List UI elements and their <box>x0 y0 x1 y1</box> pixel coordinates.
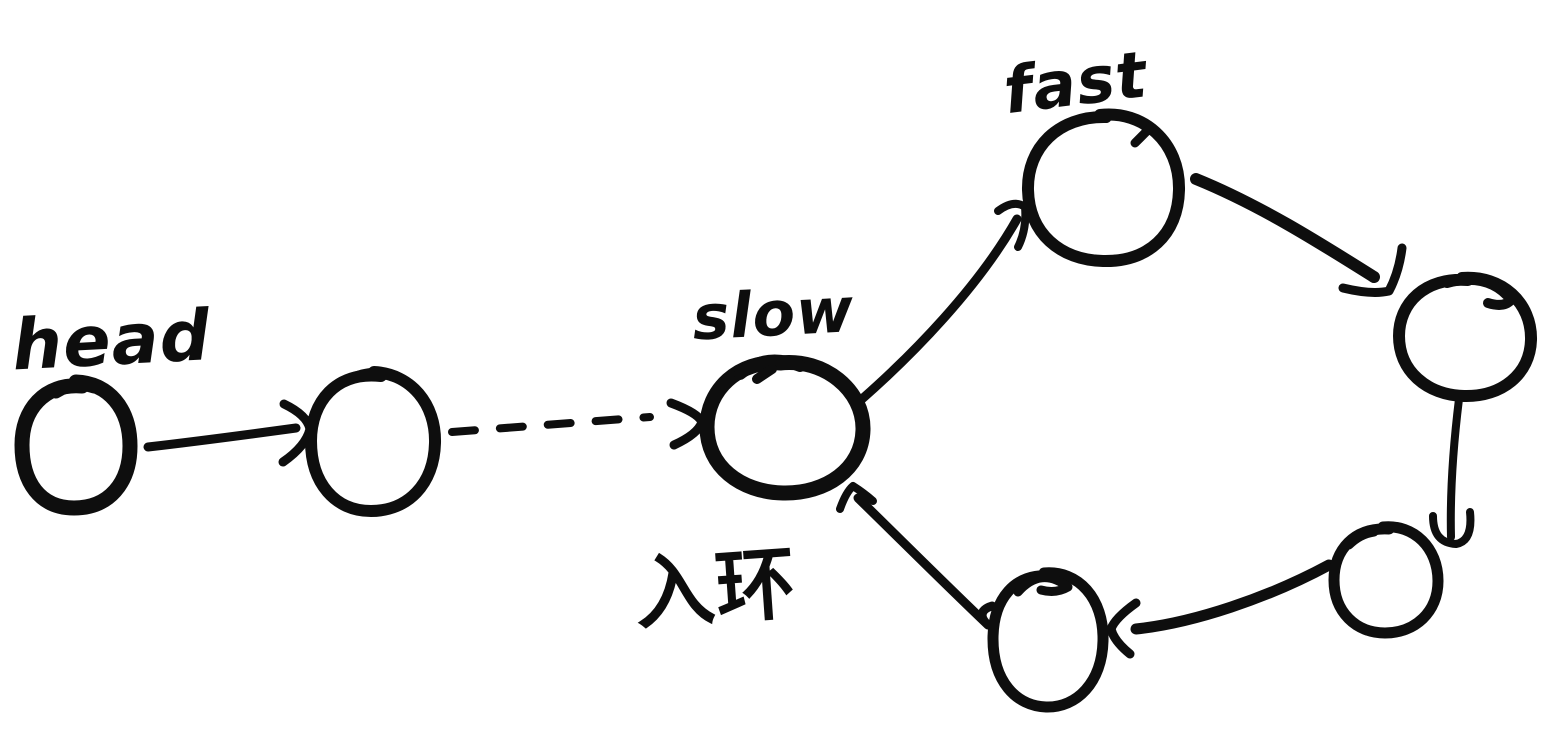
pen-overlap-stroke <box>734 354 806 380</box>
node-circle <box>1393 271 1538 403</box>
pen-tick-stroke <box>1130 124 1154 148</box>
node-circle <box>1328 521 1444 639</box>
slow-label: slow <box>690 273 856 354</box>
head-node-circle <box>14 374 138 516</box>
pen-overlap-stroke <box>343 367 398 385</box>
edge-line <box>1446 395 1463 541</box>
pen-overlap-stroke <box>1344 527 1379 550</box>
edge-line <box>853 493 997 630</box>
arrowhead-icon <box>1106 598 1141 659</box>
edge-head-to-node2 <box>143 399 315 467</box>
edge-dashed-line <box>448 413 654 436</box>
cycle-entry-label: 入环 <box>632 537 800 641</box>
arrowhead-icon <box>1338 243 1407 297</box>
edge-line <box>1130 559 1335 635</box>
edge-line <box>857 214 1022 404</box>
node-fast <box>1021 108 1186 268</box>
node-circle <box>987 567 1109 713</box>
node-2 <box>305 366 442 517</box>
edge-node2-to-slow-dashed <box>448 398 707 450</box>
pen-overlap-stroke <box>1013 573 1073 597</box>
head-label: head <box>10 294 213 386</box>
node-bottom-center <box>987 567 1109 713</box>
node-bottom-right <box>1328 521 1444 639</box>
node-circle <box>305 366 442 517</box>
pen-overlap-stroke <box>1442 275 1516 310</box>
pen-overlap-stroke <box>1084 109 1154 134</box>
edge-slow-to-fast <box>857 199 1030 404</box>
node-slow <box>699 354 871 501</box>
node-head <box>14 374 138 516</box>
edge-line <box>143 423 301 452</box>
edge-bottomright-to-bottomcenter <box>1106 559 1335 659</box>
pen-tick-stroke <box>752 364 777 384</box>
edge-right-to-bottomright <box>1429 395 1475 548</box>
slow-node-circle <box>699 355 871 501</box>
arrowhead-icon <box>666 398 707 450</box>
arrowhead-icon <box>1429 508 1475 548</box>
fast-node-circle <box>1021 108 1186 268</box>
edge-fast-to-right <box>1190 173 1407 297</box>
edge-bottomcenter-to-slow <box>836 482 997 630</box>
pen-overlap-stroke <box>49 377 101 399</box>
edge-line <box>1190 173 1380 283</box>
arrowhead-icon <box>836 482 877 513</box>
fast-label: fast <box>1000 38 1153 129</box>
node-right <box>1393 271 1538 403</box>
